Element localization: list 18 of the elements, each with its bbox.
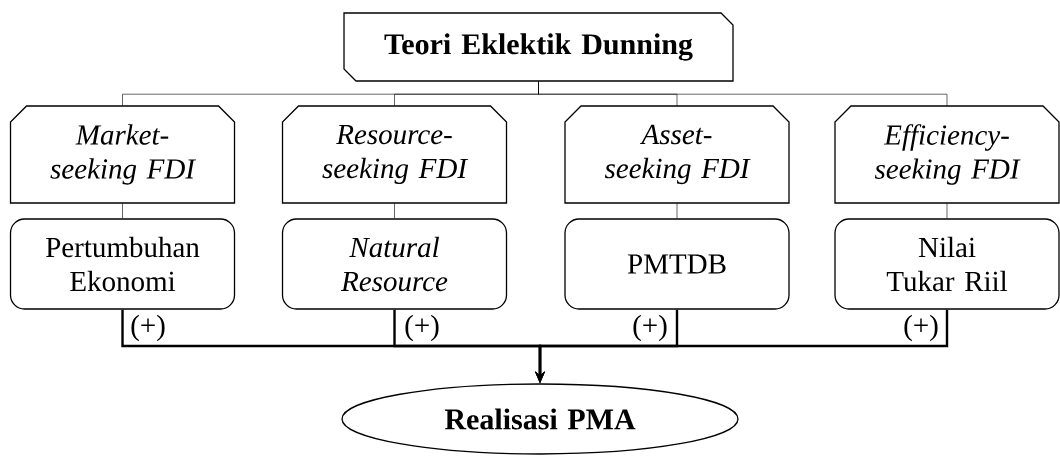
title-box: Teori Eklektik Dunning <box>343 12 734 82</box>
category-box: Efficiency-seeking FDI <box>834 105 1060 204</box>
edge-label: (+) <box>633 314 667 342</box>
variable-box: PMTDB <box>564 218 790 310</box>
category-box: Asset-seeking FDI <box>564 105 790 204</box>
connector <box>538 80 948 107</box>
connector <box>394 202 395 219</box>
variable-box: Nilai Tukar Riil <box>834 218 1060 310</box>
edge-label: (+) <box>131 314 165 342</box>
variable-box: Natural Resource <box>281 218 508 310</box>
category-box: Resource-seeking FDI <box>281 105 508 204</box>
connector <box>122 202 123 219</box>
category-box: Market-seeking FDI <box>9 105 236 204</box>
edge-label: (+) <box>405 314 439 342</box>
variable-box: Pertumbuhan Ekonomi <box>9 218 236 310</box>
connector <box>676 202 678 219</box>
connector <box>946 202 948 219</box>
edge-label: (+) <box>904 314 938 342</box>
